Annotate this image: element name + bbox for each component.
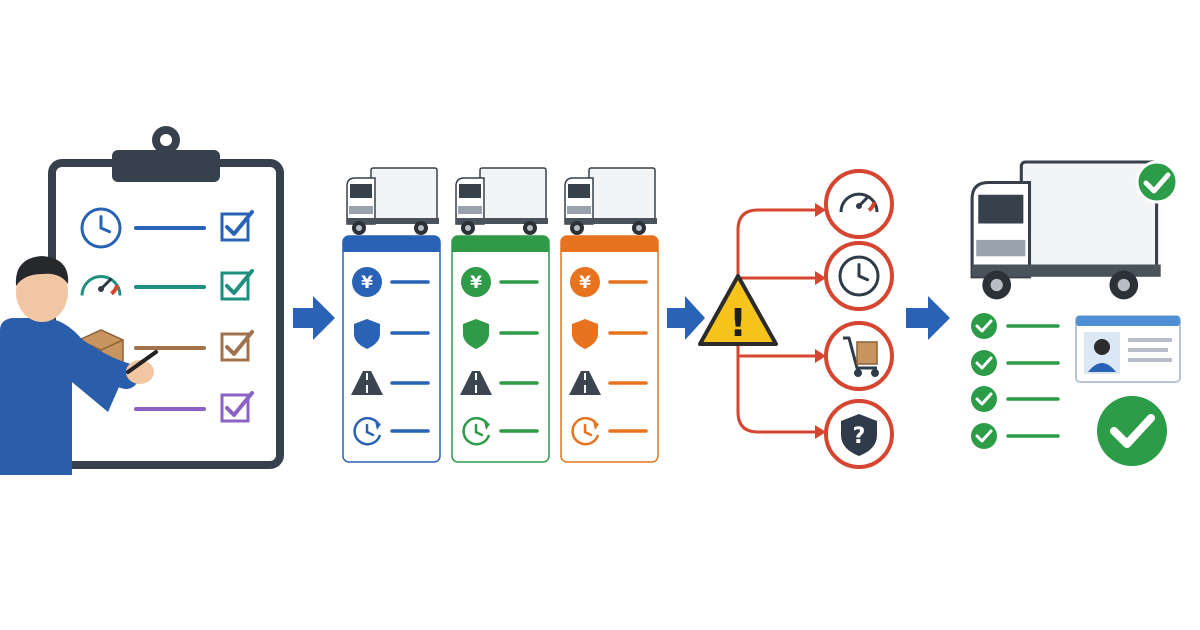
approved-check-icon <box>1097 396 1167 466</box>
result-section <box>970 160 1181 466</box>
selected-truck-icon <box>970 160 1163 301</box>
card-header <box>452 236 549 252</box>
flow-arrow-2 <box>667 296 705 340</box>
checkbox-checked-icon <box>220 210 254 242</box>
check-circle-icon <box>971 423 997 449</box>
person-checking-list <box>0 256 158 475</box>
yen-coin-icon: ¥ <box>461 267 491 297</box>
yen-symbol: ¥ <box>579 273 591 293</box>
risk-item <box>824 241 894 311</box>
checklist-row <box>80 269 254 301</box>
arrowhead <box>815 271 826 285</box>
road-icon <box>351 371 383 395</box>
shield-icon <box>463 319 489 349</box>
road-icon <box>460 371 492 395</box>
truck-icon <box>564 167 658 236</box>
check-circle-icon <box>971 386 997 412</box>
arrowhead <box>815 425 826 439</box>
clock-icon <box>80 207 122 249</box>
card-header <box>561 236 658 252</box>
person-arm <box>43 323 139 389</box>
warning-exclamation: ! <box>729 301 746 345</box>
yen-symbol: ¥ <box>470 273 482 293</box>
flow-arrow-3 <box>906 296 950 340</box>
result-check-row <box>971 423 1060 449</box>
person-hair <box>15 256 69 286</box>
id-card-icon <box>1075 315 1181 383</box>
checklist-row <box>134 391 254 423</box>
pen-icon <box>126 350 158 374</box>
checkbox-checked-icon <box>220 391 254 423</box>
risk-item: ? <box>824 399 894 469</box>
checkbox-checked-icon <box>220 330 254 362</box>
risk-branches: ! ? <box>698 169 894 469</box>
card-header <box>343 236 440 252</box>
check-circle-icon <box>971 350 997 376</box>
clipboard-clip <box>112 150 220 182</box>
truck-icon <box>346 167 440 236</box>
yen-coin-icon: ¥ <box>352 267 382 297</box>
gauge-icon <box>80 275 122 296</box>
result-check-row <box>971 313 1060 339</box>
comparison-card: ¥ <box>560 167 659 463</box>
arrowhead <box>815 349 826 363</box>
yen-coin-icon: ¥ <box>570 267 600 297</box>
shield-icon <box>354 319 380 349</box>
truck-icon <box>455 167 549 236</box>
person-face <box>16 262 68 322</box>
checklist-row <box>80 207 254 249</box>
result-check-row <box>971 386 1060 412</box>
clock-refresh-icon <box>571 416 600 446</box>
yen-symbol: ¥ <box>361 273 373 293</box>
check-circle-icon <box>971 313 997 339</box>
truck-comparison: ¥ ¥ ¥ <box>342 167 659 463</box>
checkbox-checked-icon <box>220 269 254 301</box>
card-frame <box>451 235 550 463</box>
risk-item <box>824 169 894 239</box>
clock-icon <box>838 255 880 297</box>
comparison-card: ¥ <box>451 167 550 463</box>
card-frame <box>342 235 441 463</box>
road-icon <box>569 371 601 395</box>
hand-truck-icon <box>843 336 879 377</box>
flow-arrow-1 <box>293 296 335 340</box>
arrowhead <box>815 203 826 217</box>
shield-icon <box>572 319 598 349</box>
gauge-icon <box>839 192 879 213</box>
clock-refresh-icon <box>353 416 382 446</box>
result-check-row <box>971 350 1060 376</box>
comparison-card: ¥ <box>342 167 441 463</box>
clipboard-checklist <box>48 126 284 469</box>
card-frame <box>560 235 659 463</box>
warning-triangle-icon: ! <box>698 274 778 346</box>
clock-refresh-icon <box>462 416 491 446</box>
risk-item <box>824 321 894 391</box>
check-badge-icon <box>1135 160 1179 204</box>
question-mark: ? <box>853 424 866 449</box>
shield-question-icon: ? <box>841 414 877 456</box>
